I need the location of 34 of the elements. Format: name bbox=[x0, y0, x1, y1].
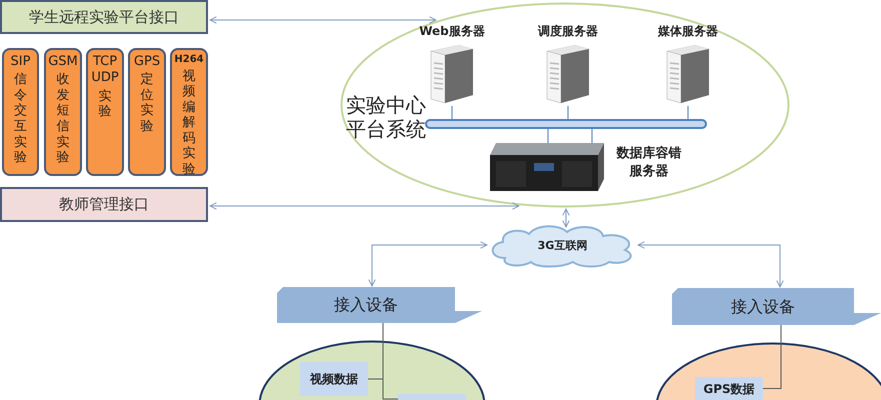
experiment-box bbox=[128, 48, 166, 176]
system-title: 实验中心平台系统 bbox=[346, 94, 427, 142]
connector-line bbox=[762, 324, 782, 389]
arrow bbox=[368, 241, 488, 286]
experiment-label: 实验 bbox=[98, 88, 112, 120]
arrow bbox=[210, 16, 436, 24]
experiment-box bbox=[86, 48, 124, 176]
arrow bbox=[562, 208, 570, 228]
protocol-label: TCP UDP bbox=[91, 54, 119, 86]
server-label: 数据库容错服务器 bbox=[615, 145, 682, 182]
data-box: GPS数据 bbox=[695, 377, 763, 400]
experiment-box bbox=[44, 48, 82, 176]
protocol-label: GSM bbox=[48, 54, 78, 70]
device-label: 接入设备 bbox=[334, 294, 398, 316]
experiment-box bbox=[2, 48, 39, 176]
protocol-label: GPS bbox=[134, 54, 160, 70]
protocol-label: H264 bbox=[174, 54, 204, 66]
protocol-label: SIP bbox=[10, 54, 30, 70]
experiment-label: 定位实验 bbox=[140, 72, 154, 135]
arrow bbox=[638, 241, 784, 288]
data-box: 视频数据 bbox=[300, 362, 368, 396]
cloud-label: 3G互联网 bbox=[538, 238, 588, 254]
server-label: 调度服务器 bbox=[538, 23, 598, 40]
experiment-label: 信令交互实验 bbox=[14, 72, 27, 166]
interface-box: 学生远程实验平台接口 bbox=[0, 0, 208, 34]
network-bus bbox=[425, 119, 707, 129]
device-label: 接入设备 bbox=[731, 296, 795, 318]
experiment-label: 收发短信实验 bbox=[56, 72, 70, 166]
experiment-box bbox=[170, 48, 208, 176]
server-label: Web服务器 bbox=[419, 23, 485, 40]
interface-box: 教师管理接口 bbox=[0, 187, 208, 222]
arrow bbox=[210, 202, 520, 210]
server-label: 媒体服务器 bbox=[658, 23, 718, 40]
experiment-label: 视频编解码实验 bbox=[182, 68, 196, 178]
